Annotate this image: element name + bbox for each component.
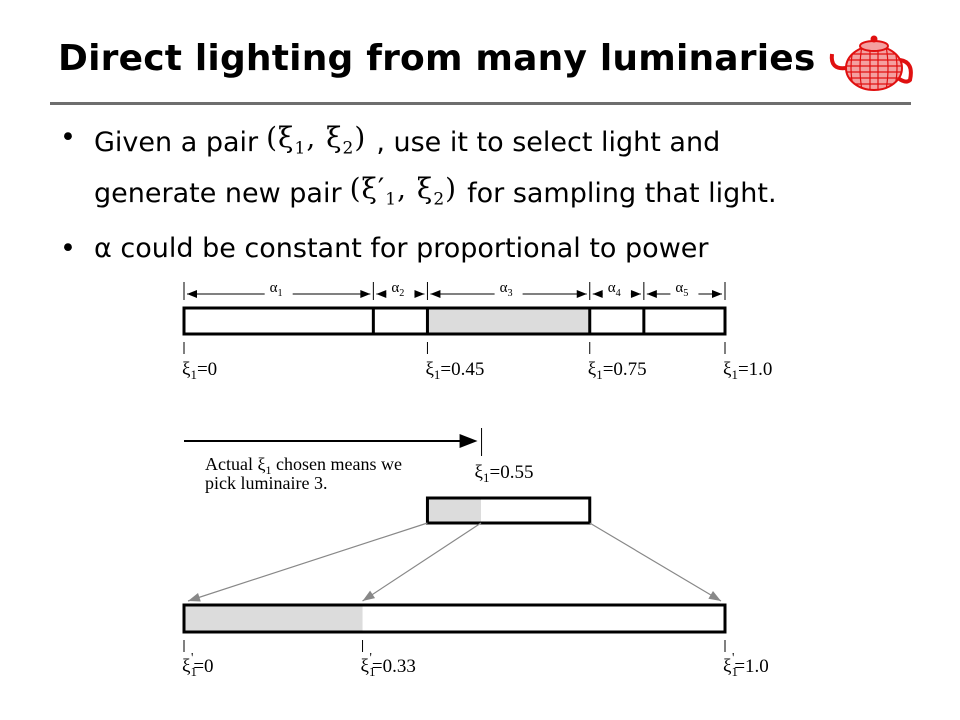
expansion-arrow-head: [188, 593, 201, 602]
bottom-bar-highlight: [184, 605, 363, 632]
dimension-arrowhead: [430, 290, 441, 298]
math-pair-xi1-xi2: (ξ1, ξ2): [266, 121, 367, 159]
dimension-arrowhead: [646, 290, 657, 298]
top-bar: [182, 306, 727, 336]
math-pair-xi1prime-xi2: (ξ′1, ξ2): [349, 171, 458, 210]
dimension-arrowhead: [414, 290, 425, 298]
bullet-text: for sampling that light.: [467, 177, 777, 209]
chosen-caption: Actual ξ1 chosen means we: [205, 454, 402, 477]
expansion-arrow-head: [708, 591, 721, 601]
dimension-arrowhead: [592, 290, 603, 298]
segment-label-alpha: α3: [500, 280, 513, 299]
dimension-arrowhead: [576, 290, 587, 298]
chosen-value-label: ξ1=0.55: [475, 462, 534, 485]
expansion-arrow: [362, 522, 482, 602]
xi-prime-tick-label: ξ1'=1.0: [723, 650, 769, 679]
bullet-list: • Given a pair (ξ1, ξ2) , use it to sele…: [60, 118, 777, 279]
dimension-arrowhead: [187, 290, 197, 298]
xi-tick-label: ξ1=0.45: [425, 359, 484, 382]
chosen-caption: pick luminaire 3.: [205, 473, 327, 493]
top-bar-highlight: [427, 308, 590, 334]
label-backdrop: [670, 286, 699, 298]
label-backdrop: [602, 286, 631, 298]
segment-label-alpha: α4: [608, 280, 621, 299]
bullet-text: generate new pair: [94, 177, 342, 209]
teapot-icon: [829, 35, 913, 91]
segment-label-alpha: α5: [675, 280, 688, 299]
dimension-arrowhead: [712, 290, 722, 298]
slide-title: Direct lighting from many luminaries: [58, 38, 816, 79]
bullet-dot: •: [60, 122, 76, 153]
expansion-arrow: [187, 522, 428, 602]
title-divider: [50, 102, 911, 105]
xi-tick-label: ξ1=1.0: [723, 359, 772, 382]
chosen-arrowhead: [459, 434, 478, 448]
bullet-item: • Given a pair (ξ1, ξ2) , use it to sele…: [60, 118, 777, 219]
bullet-item: • α could be constant for proportional t…: [60, 229, 777, 269]
bullet-dot: •: [60, 233, 76, 265]
expansion-arrow: [589, 522, 722, 602]
dimension-arrowhead: [360, 290, 371, 298]
segment-label-alpha: α2: [391, 280, 404, 299]
middle-bar: [425, 496, 592, 525]
bullet-text: α could be constant for proportional to …: [94, 233, 709, 265]
segment-label-alpha: α1: [270, 280, 283, 299]
label-backdrop: [494, 286, 523, 298]
label-backdrop: [264, 286, 293, 298]
xi-prime-tick-label: ξ1'=0.33: [361, 650, 416, 679]
expansion-arrow-head: [362, 590, 376, 601]
dimension-arrowhead: [376, 290, 387, 298]
bottom-bar: [182, 603, 727, 634]
xi-tick-label: ξ1=0.75: [588, 359, 647, 382]
dimension-arrowhead: [630, 290, 641, 298]
middle-bar-highlight: [427, 498, 482, 523]
xi-prime-tick-label: ξ1'=0: [182, 650, 214, 679]
bullet-text: Given a pair: [94, 127, 259, 159]
xi-tick-label: ξ1=0: [182, 359, 217, 382]
label-backdrop: [386, 286, 415, 298]
bullet-text: , use it to select light and: [376, 127, 721, 159]
